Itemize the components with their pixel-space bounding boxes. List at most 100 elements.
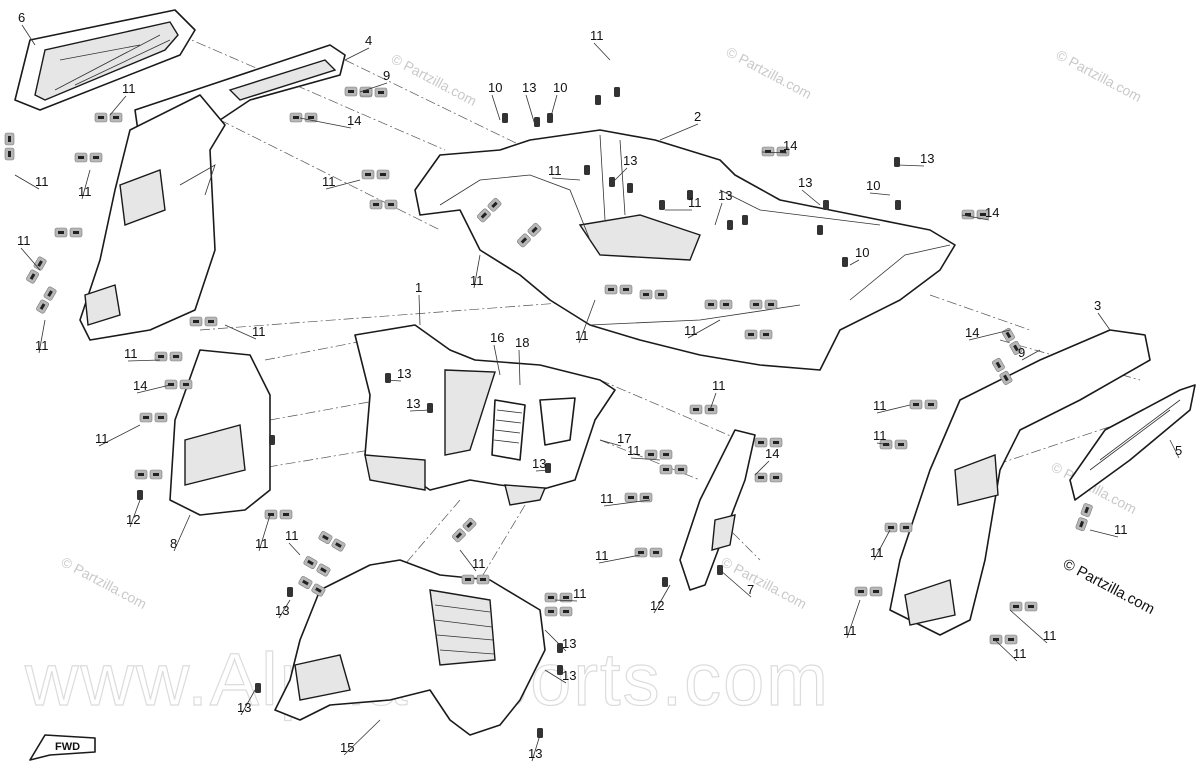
clip-fastener-icon bbox=[749, 299, 778, 310]
callout-leader-line bbox=[609, 167, 628, 186]
clip-fastener-icon bbox=[909, 399, 938, 410]
callout-11: 11 bbox=[590, 28, 604, 43]
callout-leader-line bbox=[459, 549, 477, 572]
callout-leader-line bbox=[299, 117, 352, 129]
clip-fastener-icon bbox=[189, 316, 218, 327]
clip-fastener-icon bbox=[744, 329, 773, 340]
callout-leader-line bbox=[493, 344, 501, 376]
callout-leader-line bbox=[1169, 439, 1180, 459]
callout-11: 11 bbox=[1013, 646, 1027, 661]
callout-leader-line bbox=[38, 319, 46, 354]
forward-direction-arrow: FWD bbox=[29, 734, 96, 761]
callout-leader-line bbox=[1021, 349, 1041, 361]
callout-leader-line bbox=[531, 734, 541, 762]
callout-13: 13 bbox=[397, 366, 411, 381]
part-8-left-lower-cover bbox=[169, 349, 271, 516]
screw-icon bbox=[557, 643, 563, 653]
screw-icon bbox=[287, 587, 293, 597]
callout-13: 13 bbox=[623, 153, 637, 168]
callout-leader-line bbox=[288, 542, 301, 556]
callout-10: 10 bbox=[855, 245, 869, 260]
callout-leader-line bbox=[968, 329, 1011, 341]
callout-leader-line bbox=[173, 514, 191, 552]
callout-16: 16 bbox=[490, 330, 504, 345]
screw-icon bbox=[137, 490, 143, 500]
callout-leader-line bbox=[599, 439, 622, 447]
callout-leader-line bbox=[81, 169, 91, 200]
part-3-right-side-panel bbox=[889, 329, 1151, 636]
callout-leader-line bbox=[687, 319, 721, 339]
clip-fastener-icon bbox=[4, 132, 15, 161]
callout-leader-line bbox=[603, 499, 651, 507]
callout-11: 11 bbox=[548, 163, 562, 178]
screw-icon bbox=[894, 157, 900, 167]
callout-leader-line bbox=[384, 379, 402, 382]
screw-icon bbox=[662, 577, 668, 587]
callout-3: 3 bbox=[1094, 298, 1101, 313]
callout-leader-line bbox=[409, 409, 431, 412]
callout-14: 14 bbox=[783, 138, 797, 153]
screw-icon bbox=[595, 95, 601, 105]
callout-leader-line bbox=[518, 349, 521, 386]
callout-9: 9 bbox=[383, 68, 390, 83]
callout-11: 11 bbox=[688, 195, 702, 210]
screw-icon bbox=[534, 117, 540, 127]
callout-11: 11 bbox=[285, 528, 299, 543]
callout-leader-line bbox=[761, 151, 788, 154]
callout-leader-line bbox=[21, 24, 36, 46]
clip-fastener-icon bbox=[476, 197, 502, 223]
clip-fastener-icon bbox=[1075, 503, 1093, 532]
callout-17: 17 bbox=[617, 431, 631, 446]
callout-leader-line bbox=[525, 94, 536, 126]
callout-13: 13 bbox=[528, 746, 542, 761]
callout-leader-line bbox=[961, 214, 990, 221]
callout-13: 13 bbox=[406, 396, 420, 411]
clip-fastener-icon bbox=[26, 256, 47, 284]
callout-14: 14 bbox=[985, 205, 999, 220]
callout-leader-line bbox=[653, 584, 671, 614]
callout-leader-line bbox=[994, 639, 1018, 662]
callout-leader-line bbox=[278, 599, 291, 619]
callout-leader-line bbox=[630, 457, 661, 461]
callout-leader-line bbox=[659, 123, 699, 141]
clip-fastener-icon bbox=[94, 112, 123, 123]
screw-icon bbox=[584, 165, 590, 175]
callout-13: 13 bbox=[562, 668, 576, 683]
screw-icon bbox=[614, 87, 620, 97]
callout-leader-line bbox=[719, 569, 752, 598]
part-11-left-side-panel bbox=[79, 94, 226, 341]
clip-fastener-icon bbox=[298, 576, 326, 597]
callout-9: 9 bbox=[1018, 345, 1025, 360]
callout-11: 11 bbox=[870, 545, 884, 560]
screw-icon bbox=[742, 215, 748, 225]
callout-5: 5 bbox=[1175, 443, 1182, 458]
part-7-right-bracket bbox=[679, 429, 756, 591]
callout-leader-line bbox=[873, 529, 891, 561]
screw-icon bbox=[547, 113, 553, 123]
callout-leader-line bbox=[551, 177, 581, 181]
clip-fastener-icon bbox=[451, 517, 477, 543]
clip-fastener-icon bbox=[164, 379, 193, 390]
callout-11: 11 bbox=[873, 398, 887, 413]
callout-leader-line bbox=[98, 424, 141, 447]
callout-11: 11 bbox=[252, 324, 266, 339]
callout-leader-line bbox=[714, 202, 723, 226]
fastener-clips bbox=[4, 86, 1093, 738]
callout-leader-line bbox=[136, 384, 171, 394]
callout-leader-line bbox=[129, 499, 141, 528]
callout-11: 11 bbox=[35, 338, 49, 353]
screw-icon bbox=[823, 200, 829, 210]
callout-11: 11 bbox=[1043, 628, 1057, 643]
callout-11: 11 bbox=[1114, 522, 1128, 537]
screw-icon bbox=[687, 190, 693, 200]
callout-11: 11 bbox=[575, 328, 589, 343]
clip-fastener-icon bbox=[961, 209, 990, 220]
clip-fastener-icon bbox=[54, 227, 83, 238]
callout-11: 11 bbox=[122, 81, 136, 96]
callout-13: 13 bbox=[562, 636, 576, 651]
callout-leader-line bbox=[544, 669, 567, 684]
callout-leader-line bbox=[343, 719, 381, 756]
callout-14: 14 bbox=[765, 446, 779, 461]
callout-leader-line bbox=[897, 164, 925, 167]
